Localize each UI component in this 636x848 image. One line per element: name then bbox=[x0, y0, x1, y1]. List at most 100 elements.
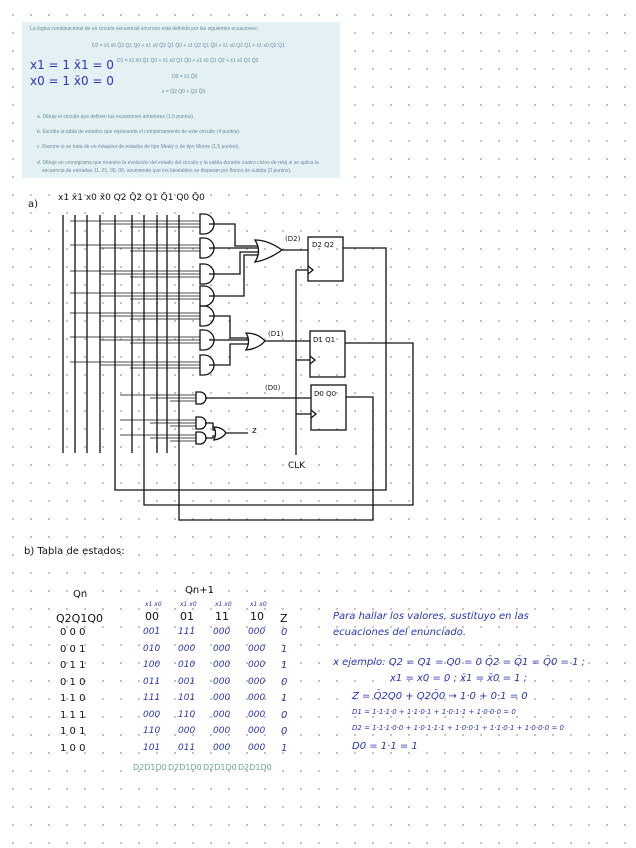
note-line: ecuaciones del enunciado. bbox=[333, 627, 467, 638]
z-cell: 1 bbox=[281, 660, 288, 671]
note-line: D2 = 1·1·1·0·0 + 1·0·1·1·1 + 1·0·0·1 + 1… bbox=[352, 724, 564, 732]
note-line: Para hallar los valores, sustituyo en la… bbox=[333, 611, 529, 622]
and-inputs-3 bbox=[70, 292, 200, 300]
and-inputs-0 bbox=[70, 220, 200, 228]
and-gate-4 bbox=[199, 305, 215, 327]
question-b: b. Escriba la tabla de estados que repre… bbox=[37, 129, 241, 135]
handnote-x0: x0 = 1 x̄0 = 0 bbox=[30, 74, 114, 88]
and-inputs-2 bbox=[70, 270, 200, 278]
column-footer: D2D1D0 bbox=[133, 763, 167, 772]
or-gate-d1 bbox=[244, 332, 266, 351]
next-state-cell: 000 bbox=[213, 627, 231, 637]
equation-d1: D1 = x̄1 x̄0 Q̄1 Q0 + x̄1 x0 Q1 Q̄0 + x1… bbox=[117, 58, 259, 64]
state-header: Q2Q1Q0 bbox=[56, 612, 103, 625]
next-state-cell: 010 bbox=[143, 643, 161, 654]
z-cell: 0 bbox=[281, 709, 288, 721]
next-state-cell: 000 bbox=[248, 643, 266, 654]
next-state-cell: 100 bbox=[143, 660, 161, 670]
note-line: D1 = 1·1·1·0 + 1·1·0·1 + 1·0·1·1 + 1·0·0… bbox=[352, 708, 516, 716]
bus-labels: x1 x̄1 x0 x̄0 Q2 Q̄2 Q1 Q̄1 Q0 Q̄0 bbox=[58, 193, 205, 203]
next-state-cell: 000 bbox=[213, 726, 231, 736]
or-gate-z bbox=[212, 426, 227, 441]
next-state-cell: 000 bbox=[213, 676, 231, 687]
next-state-cell: 011 bbox=[178, 742, 196, 753]
next-state-cell: 000 bbox=[178, 643, 196, 654]
input-col-header: 11 bbox=[215, 610, 229, 623]
and-gate-0 bbox=[199, 213, 215, 235]
label-d0: (D0) bbox=[265, 384, 281, 392]
and-gate-1 bbox=[199, 237, 215, 259]
next-state-cell: 000 bbox=[248, 742, 266, 753]
and-inputs-6 bbox=[70, 361, 200, 369]
statement-intro: La lógica combinacional de un circuito s… bbox=[30, 26, 259, 32]
next-state-cell: 000 bbox=[248, 660, 266, 670]
wires bbox=[114, 223, 414, 521]
and-gate-5 bbox=[199, 329, 215, 351]
input-sub-label: x1 x0 bbox=[180, 601, 197, 608]
ff2-pins: D2 Q2 bbox=[312, 241, 335, 249]
z-header: Z bbox=[280, 612, 288, 625]
input-col-header: 01 bbox=[180, 610, 194, 623]
and-gate-2 bbox=[199, 263, 215, 285]
next-state-cell: 000 bbox=[143, 709, 161, 720]
part-a-label: a) bbox=[28, 199, 39, 210]
qn-header: Qn bbox=[73, 589, 88, 600]
flip-flop-d1 bbox=[309, 330, 346, 378]
flip-flop-d2 bbox=[307, 236, 344, 282]
and-inputs-8 bbox=[120, 419, 196, 427]
input-col-header: 00 bbox=[145, 610, 159, 623]
input-bus-lines bbox=[62, 215, 180, 453]
or-gate-d2 bbox=[253, 239, 284, 263]
column-footer: D2D1D0 bbox=[168, 763, 202, 772]
next-state-cell: 110 bbox=[143, 726, 161, 736]
note-line: x ejemplo: Q2 = Q1 = Q0 = 0 Q̄2 = Q̄1 = … bbox=[333, 657, 585, 668]
z-cell: 1 bbox=[281, 643, 288, 655]
z-cell: 1 bbox=[281, 742, 288, 754]
question-a: a. Dibuje el circuito que definen las ec… bbox=[37, 114, 195, 120]
clock-label: CLK bbox=[288, 461, 306, 471]
next-state-cell: 000 bbox=[178, 726, 196, 736]
and-gate-6 bbox=[199, 354, 215, 376]
next-state-cell: 101 bbox=[143, 742, 161, 753]
handnote-x1: x1 = 1 x̄1 = 0 bbox=[30, 58, 114, 72]
equation-d2: D2 = x̄1 x̄0 Q̄2 Q1 Q0 + x̄1 x0 Q̄2 Q̄1 … bbox=[92, 43, 285, 49]
and-gate-7 bbox=[195, 391, 207, 405]
input-sub-label: x1 x0 bbox=[145, 601, 162, 608]
ff0-pins: D0 Q0 bbox=[314, 390, 337, 398]
and-gate-9 bbox=[195, 431, 207, 445]
and-inputs-1 bbox=[70, 244, 200, 252]
next-state-cell: 001 bbox=[143, 627, 161, 637]
label-d2: (D2) bbox=[285, 235, 301, 243]
clock-triangles bbox=[307, 265, 318, 419]
z-cell: 0 bbox=[281, 627, 288, 638]
and-inputs-9 bbox=[120, 434, 196, 442]
z-cell: 0 bbox=[281, 726, 288, 737]
logic-gates bbox=[70, 213, 215, 445]
and-gate-8 bbox=[195, 416, 207, 430]
question-c: c. Razone si se trata de un máquina de e… bbox=[37, 144, 240, 150]
question-d-cont: secuencia de entradas 11, 01, 00, 00, as… bbox=[42, 168, 292, 174]
label-d1: (D1) bbox=[268, 330, 284, 338]
input-sub-label: x1 x0 bbox=[250, 601, 267, 608]
part-b-label: b) Tabla de estados: bbox=[24, 546, 125, 557]
next-state-cell: 000 bbox=[213, 709, 231, 720]
next-state-cell: 000 bbox=[213, 742, 231, 753]
next-state-cell: 000 bbox=[213, 660, 231, 670]
note-line: x1 = x0 = 0 ; x̄1 = x̄0 = 1 ; bbox=[390, 673, 528, 684]
state-cell: 1 1 1 bbox=[60, 709, 86, 721]
z-cell: 0 bbox=[281, 676, 288, 688]
next-state-cell: 011 bbox=[143, 676, 161, 687]
and-inputs-5 bbox=[70, 336, 200, 344]
and-inputs-4 bbox=[70, 312, 200, 320]
next-state-cell: 000 bbox=[248, 693, 266, 703]
next-state-cell: 110 bbox=[178, 709, 196, 720]
next-state-cell: 111 bbox=[143, 693, 161, 703]
state-cell: 0 1 0 bbox=[60, 676, 86, 688]
state-cell: 1 0 1 bbox=[60, 726, 86, 737]
note-line: D0 = 1·1 = 1 bbox=[352, 741, 418, 752]
next-state-cell: 000 bbox=[248, 676, 266, 687]
next-state-cell: 000 bbox=[213, 643, 231, 654]
equation-d0: D0 = x̄1 Q̄0 bbox=[172, 74, 198, 80]
ff1-pins: D1 Q1 bbox=[313, 336, 336, 344]
